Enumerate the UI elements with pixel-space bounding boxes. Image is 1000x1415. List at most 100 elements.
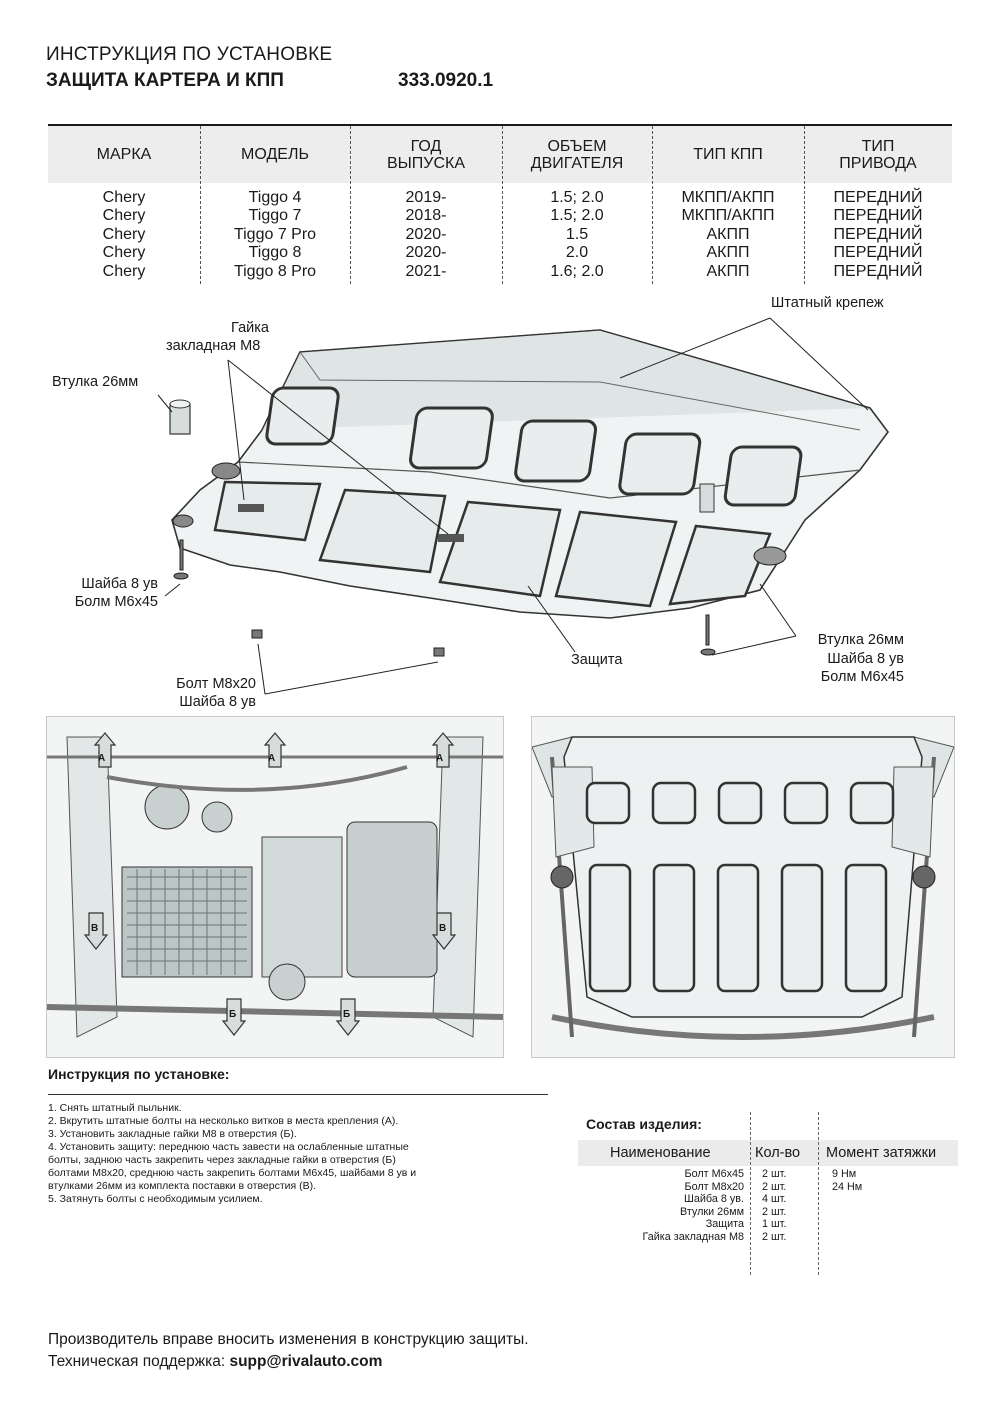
column-engine: 1.5; 2.0 1.5; 2.0 1.5 2.0 1.6; 2.0: [502, 189, 652, 281]
cell: ПЕРЕДНИЙ: [833, 262, 923, 280]
col-header-brand: МАРКА: [96, 146, 152, 163]
cell: 2021-: [405, 262, 447, 280]
cell: МКПП/АКПП: [681, 207, 775, 225]
kit-item-qty: 4 шт.: [762, 1193, 787, 1206]
cell: ПЕРЕДНИЙ: [833, 225, 923, 243]
kit-item-qty: 2 шт.: [762, 1230, 787, 1243]
column-drive: ПЕРЕДНИЙ ПЕРЕДНИЙ ПЕРЕДНИЙ ПЕРЕДНИЙ ПЕРЕ…: [804, 189, 952, 281]
kit-torques: 9 Нм 24 Нм: [832, 1168, 862, 1193]
label-insert-nut-1: Гайка: [231, 320, 269, 336]
cell: ПЕРЕДНИЙ: [833, 244, 923, 262]
cell: Chery: [102, 189, 146, 206]
kit-item-name: Шайба 8 ув.: [683, 1193, 744, 1206]
kit-item-name: Втулки 26мм: [680, 1205, 744, 1218]
kit-title: Состав изделия:: [586, 1116, 702, 1132]
cell: Chery: [102, 262, 146, 280]
instructions-list: 1. Снять штатный пыльник. 2. Вкрутить шт…: [48, 1102, 548, 1206]
instruction-step: 4. Установить защиту: переднюю часть зав…: [48, 1141, 417, 1192]
col-header-year: ГОД ВЫПУСКА: [386, 137, 466, 172]
label-bolt-right: Болм М6х45: [820, 669, 904, 685]
label-bushing-left: Втулка 26мм: [52, 374, 139, 390]
col-header-model: МОДЕЛЬ: [241, 146, 309, 163]
column-model: Tiggo 4 Tiggo 7 Tiggo 7 Pro Tiggo 8 Tigg…: [200, 189, 350, 281]
column-gearbox: МКПП/АКПП МКПП/АКПП АКПП АКПП АКПП: [652, 189, 804, 281]
vehicle-table-header: МАРКА МОДЕЛЬ ГОД ВЫПУСКА ОБЪЕМ ДВИГАТЕЛЯ…: [48, 124, 952, 183]
instruction-step: 1. Снять штатный пыльник.: [48, 1102, 182, 1114]
cell: ПЕРЕДНИЙ: [833, 189, 923, 206]
installed-shield-drawing: [532, 717, 954, 1057]
underbody-photo: А А А В В Б Б: [46, 716, 504, 1058]
cell: 1.5; 2.0: [550, 207, 604, 225]
instruction-step: 5. Затянуть болты с необходимым усилием.: [48, 1193, 263, 1205]
marker-b-right: Б: [343, 1009, 351, 1020]
marker-a-center: А: [268, 753, 276, 764]
kit-names: Болт М6х45 Болт М8х20 Шайба 8 ув. Втулки…: [580, 1168, 744, 1244]
underbody-drawing: [47, 717, 503, 1057]
marker-v-right: В: [439, 923, 447, 934]
cell: Tiggo 8 Pro: [233, 262, 317, 280]
label-washer-left: Шайба 8 ув: [81, 576, 158, 592]
installed-shield-photo: [531, 716, 955, 1058]
kit-header-torque: Момент затяжки: [826, 1145, 937, 1161]
vehicle-table-body: Chery Chery Chery Chery Chery Tiggo 4 Ti…: [48, 189, 952, 281]
marker-b-left: Б: [229, 1009, 237, 1020]
article-number: 333.0920.1: [398, 70, 494, 91]
label-bushing-right: Втулка 26мм: [817, 632, 904, 648]
cell: АКПП: [706, 262, 750, 280]
instruction-step: 2. Вкрутить штатные болты на несколько в…: [48, 1115, 399, 1127]
kit-item-name: Защита: [705, 1218, 744, 1231]
label-bolt-m8: Болт М8х20: [176, 676, 256, 692]
cell: Tiggo 8: [248, 244, 302, 262]
footer-support: Техническая поддержка: supp@rivalauto.co…: [48, 1353, 382, 1371]
label-standard-fasteners: Штатный крепеж: [771, 295, 884, 311]
cell: Chery: [102, 244, 146, 262]
cell: 1.6; 2.0: [550, 262, 604, 280]
cell: ПЕРЕДНИЙ: [833, 207, 923, 225]
cell: 2.0: [565, 244, 589, 262]
label-washer-right: Шайба 8 ув: [827, 651, 904, 667]
support-label: Техническая поддержка:: [48, 1353, 226, 1370]
column-brand: Chery Chery Chery Chery Chery: [48, 189, 200, 281]
kit-header-band: [578, 1140, 958, 1166]
kit-item-name: Болт М6х45: [684, 1168, 744, 1180]
kit-header-qty: Кол-во: [755, 1145, 801, 1161]
cell: 2020-: [405, 225, 447, 243]
kit-item-torque: 9 Нм: [832, 1168, 857, 1180]
cell: Tiggo 4: [248, 189, 302, 206]
kit-item-qty: 1 шт.: [762, 1218, 787, 1231]
label-shield: Защита: [571, 652, 623, 668]
doc-title: ИНСТРУКЦИЯ ПО УСТАНОВКЕ: [46, 44, 333, 65]
label-insert-nut-2: закладная М8: [166, 338, 261, 354]
cell: 1.5: [565, 225, 589, 243]
kit-quantities: 2 шт. 2 шт. 4 шт. 2 шт. 1 шт. 2 шт.: [762, 1168, 786, 1244]
marker-v-left: В: [91, 923, 99, 934]
kit-header-name: Наименование: [610, 1145, 711, 1161]
label-washer-m8: Шайба 8 ув: [179, 694, 256, 710]
cell: АКПП: [706, 225, 750, 243]
cell: АКПП: [706, 244, 750, 262]
cell: Tiggo 7 Pro: [233, 225, 317, 243]
kit-item-torque: 24 Нм: [832, 1180, 863, 1193]
cell: МКПП/АКПП: [681, 189, 775, 206]
column-year: 2019- 2018- 2020- 2020- 2021-: [350, 189, 502, 281]
col-header-gearbox: ТИП КПП: [693, 146, 763, 163]
cell: Tiggo 7: [248, 207, 302, 225]
product-name: ЗАЩИТА КАРТЕРА И КПП: [46, 70, 284, 91]
kit-item-qty: 2 шт.: [762, 1205, 787, 1218]
col-header-engine: ОБЪЕМ ДВИГАТЕЛЯ: [530, 137, 624, 172]
cell: 2019-: [405, 189, 447, 206]
instructions-title: Инструкция по установке:: [48, 1066, 230, 1082]
cell: Chery: [102, 225, 146, 243]
kit-item-name: Гайка закладная М8: [642, 1230, 744, 1243]
col-header-drive: ТИП ПРИВОДА: [839, 137, 917, 172]
cell: 2018-: [405, 207, 447, 225]
cell: 1.5; 2.0: [550, 189, 604, 206]
support-email[interactable]: supp@rivalauto.com: [229, 1353, 383, 1370]
cell: Chery: [102, 207, 146, 225]
exploded-view-illustration: [157, 317, 889, 695]
footer-disclaimer: Производитель вправе вносить изменения в…: [48, 1331, 529, 1348]
instruction-step: 3. Установить закладные гайки М8 в отвер…: [48, 1128, 297, 1140]
kit-item-name: Болт М8х20: [684, 1180, 744, 1193]
cell: 2020-: [405, 244, 447, 262]
label-bolt-left: Болм М6х45: [74, 594, 158, 610]
